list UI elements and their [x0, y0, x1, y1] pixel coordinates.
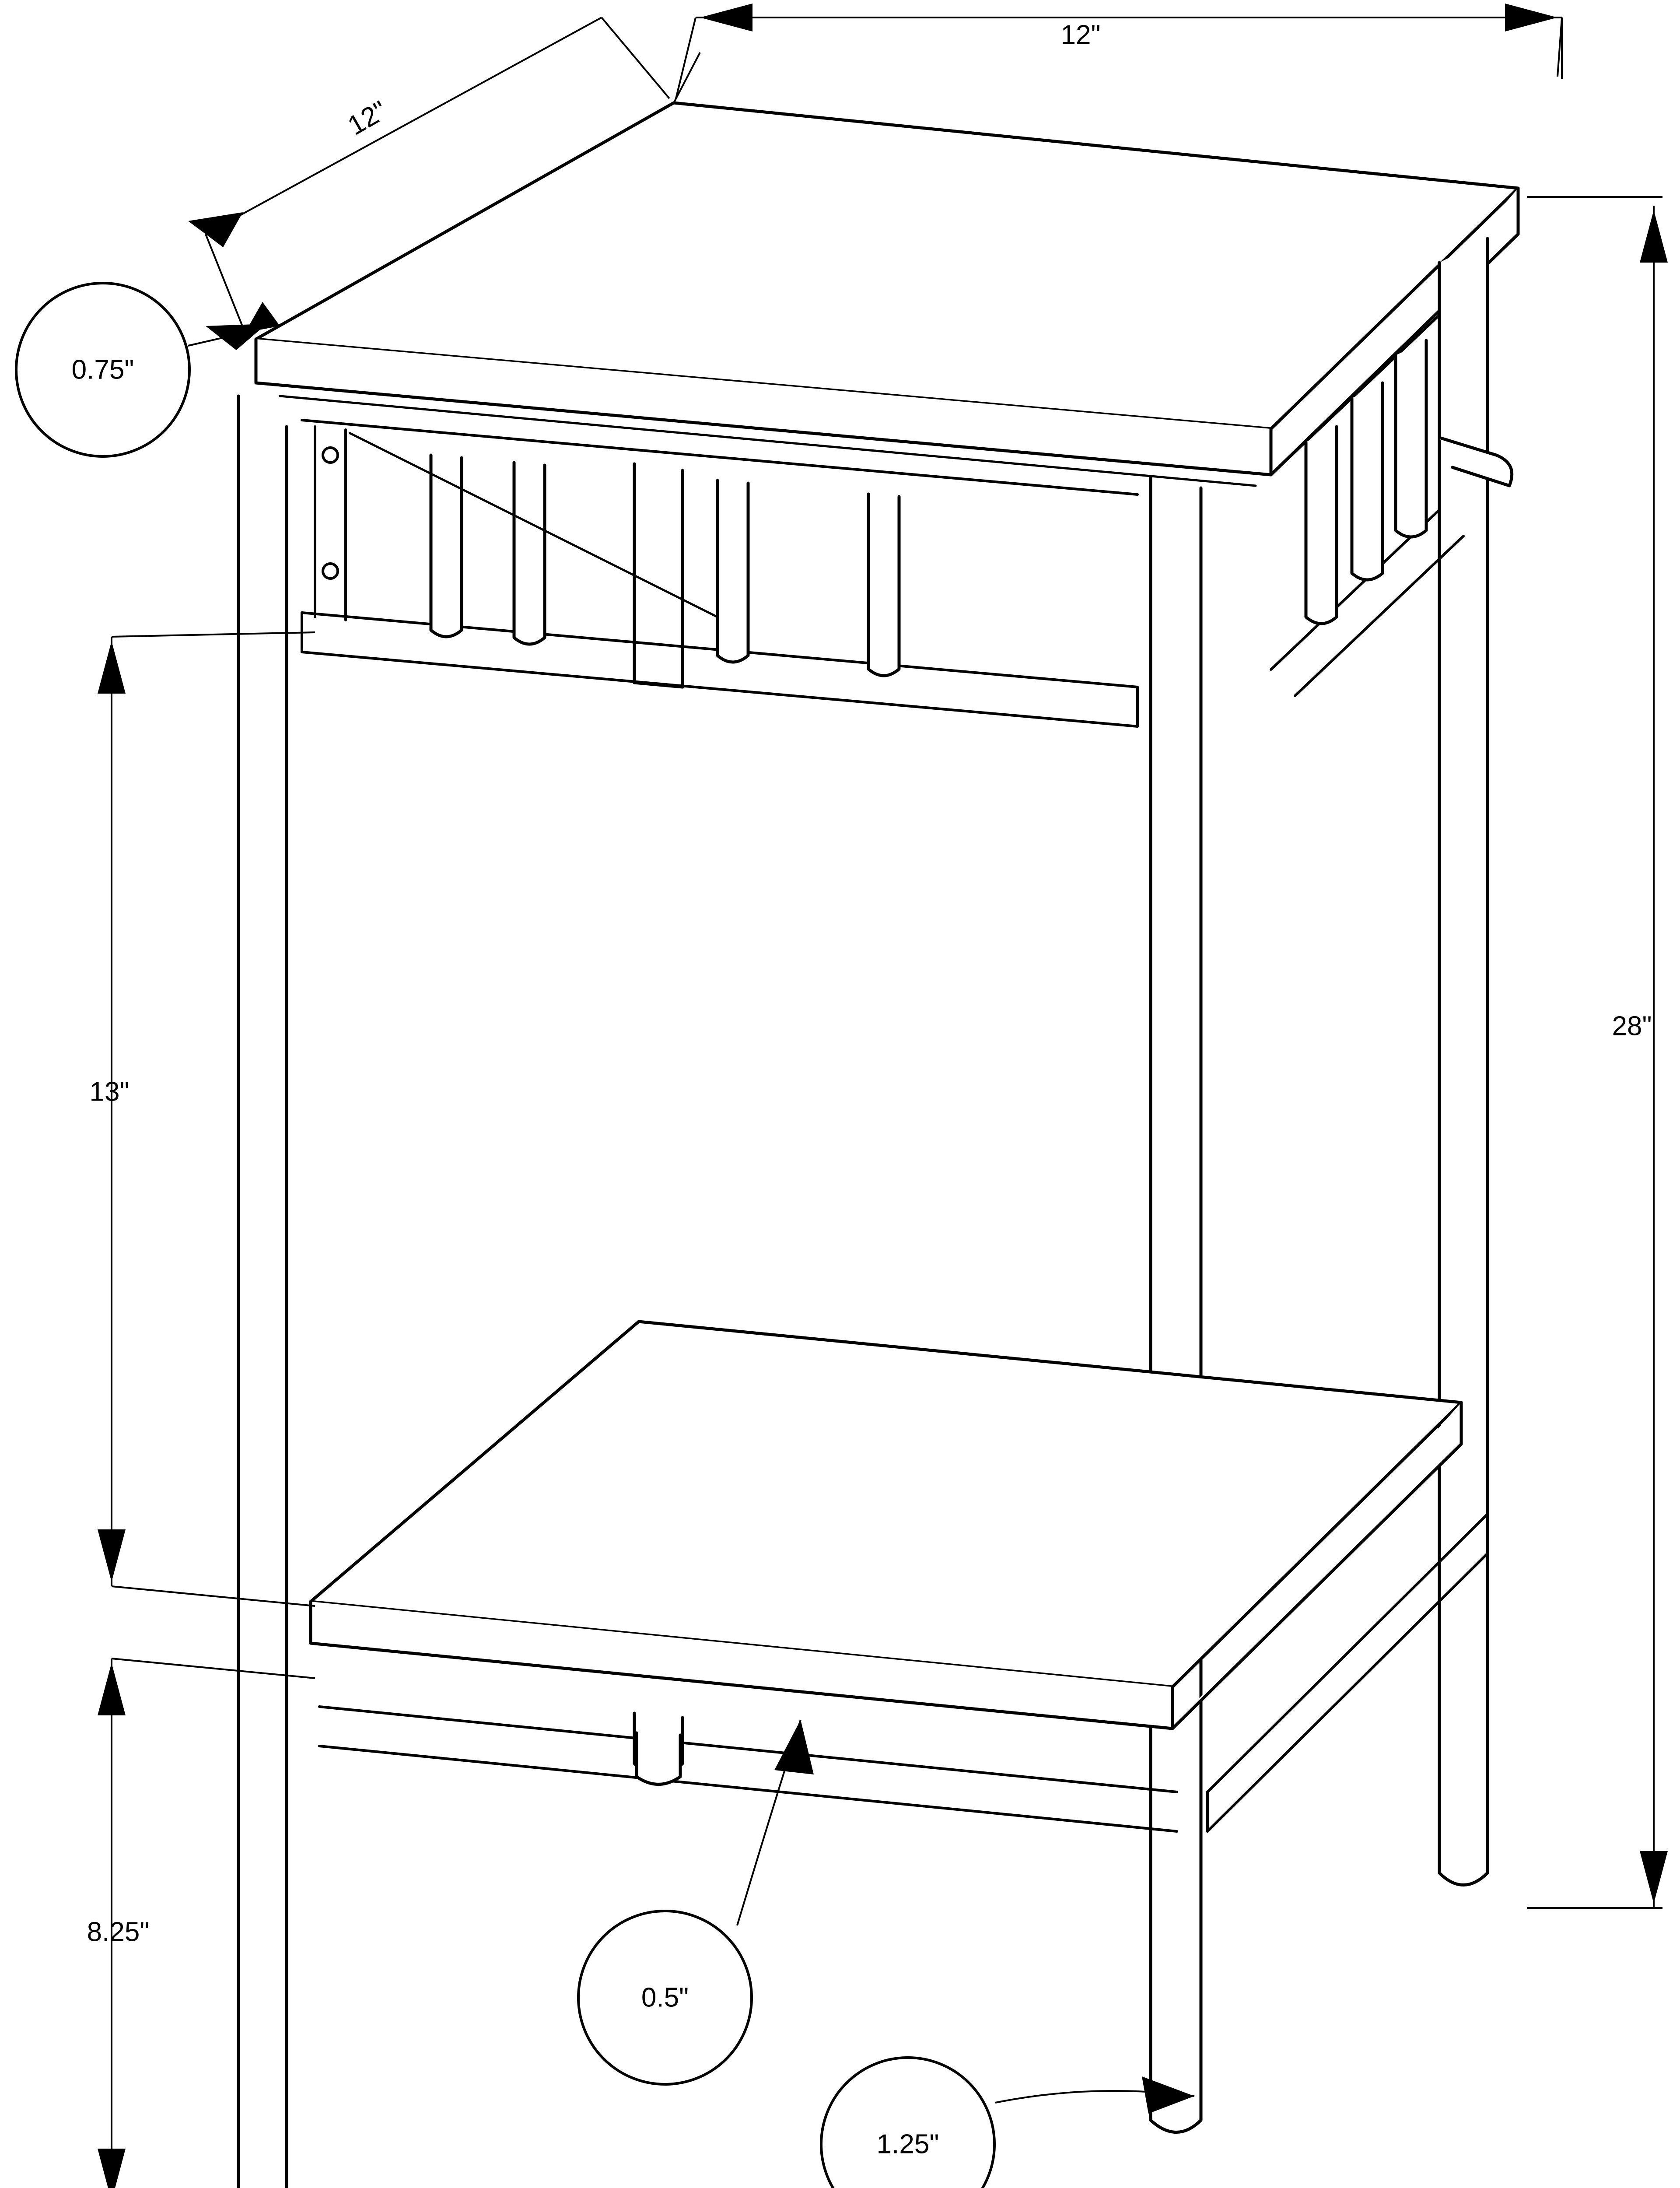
dimension-label-lower-clearance: 8.25" [87, 1917, 150, 1947]
dimension-label-top-width: 12" [1060, 20, 1101, 50]
dimension-label-leg-thickness: 1.25" [876, 2129, 939, 2160]
dimension-label-upper-clearance: 13" [89, 1076, 130, 1107]
dimension-label-overall-height: 28" [1612, 1011, 1652, 1041]
dimension-label-top-thickness: 0.75" [71, 354, 134, 385]
dimension-label-shelf-thickness: 0.5" [641, 1982, 689, 2013]
